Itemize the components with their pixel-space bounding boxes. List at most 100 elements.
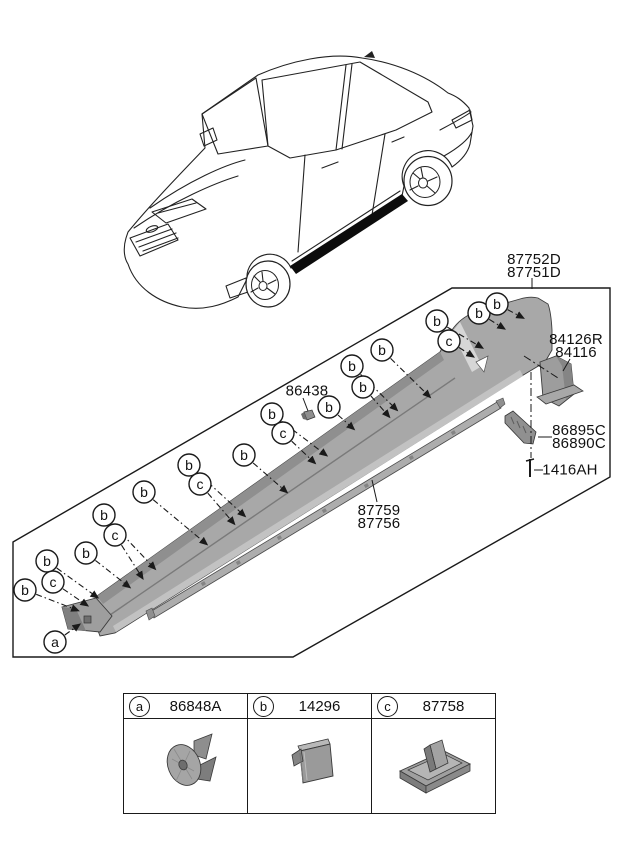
car-side-windows xyxy=(261,61,433,159)
callout-leader-arrow xyxy=(56,567,100,599)
legend-part-number-c: 87758 xyxy=(422,697,465,715)
moulding-crease xyxy=(109,377,456,616)
car-body-outline xyxy=(123,55,474,309)
legend-header-a: a 86848A xyxy=(124,694,247,719)
moulding-base-clip-icon xyxy=(399,739,472,794)
callout-letter-b: b xyxy=(240,447,248,463)
legend-body-b xyxy=(248,719,371,813)
callout-circle-c xyxy=(188,472,212,496)
car-brand-badge xyxy=(145,225,159,233)
leader-87759 xyxy=(371,479,378,503)
callout-letter-c: c xyxy=(197,476,204,492)
diagram-boundary-box xyxy=(12,287,611,658)
callout-letter-c: c xyxy=(50,574,57,590)
legend-cell-c: c 87758 xyxy=(372,694,495,813)
callout-leader-arrow xyxy=(507,309,525,319)
callout-c-9: c xyxy=(188,472,236,526)
callout-leader-arrow xyxy=(458,347,475,358)
leader-lines xyxy=(302,278,571,503)
callout-circle-b xyxy=(260,402,284,426)
callout-circle-b xyxy=(485,292,509,316)
callout-letter-b: b xyxy=(43,553,51,569)
moulding-lower-highlight xyxy=(113,370,523,632)
car-front-spokes xyxy=(250,271,277,295)
callout-circle-c xyxy=(41,570,65,594)
callout-letter-b: b xyxy=(348,358,356,374)
car-door-handles xyxy=(321,136,405,169)
callout-c-18: c xyxy=(437,329,475,358)
callout-circle-c xyxy=(437,329,461,353)
car-sill-top-line xyxy=(291,190,401,262)
moulding-notch xyxy=(475,355,489,373)
callout-leader-arrow xyxy=(291,440,317,465)
callout-letter-b: b xyxy=(475,305,483,321)
callout-b-10: b xyxy=(232,443,289,494)
callout-b-17: b xyxy=(425,309,485,349)
clip-86438-part xyxy=(301,409,316,421)
callout-leader-arrow xyxy=(360,374,399,412)
callout-b-20: b xyxy=(485,292,525,319)
callout-circle-b xyxy=(177,453,201,477)
callout-letter-a: a xyxy=(51,634,59,650)
part-label-1416ah: 1416AH xyxy=(542,461,598,479)
car-rear-spokes xyxy=(409,167,438,194)
callout-b-8: b xyxy=(177,453,247,518)
car-headlight xyxy=(151,198,207,224)
callout-c-6: c xyxy=(103,523,144,580)
callout-letter-b: b xyxy=(325,399,333,415)
garnish-lower-strip xyxy=(536,384,584,405)
callout-circle-c xyxy=(103,523,127,547)
bracket-ribs xyxy=(510,416,527,434)
legend-letter-badge-c: c xyxy=(377,695,398,717)
legend-header-b: b 14296 xyxy=(248,694,371,719)
callout-circle-c xyxy=(271,421,295,445)
callout-leader-arrow xyxy=(337,414,356,431)
moulding-bracket-part xyxy=(504,410,537,445)
callout-leader-arrow xyxy=(370,395,391,419)
car-sill-highlight xyxy=(290,194,408,274)
moulding-body xyxy=(95,296,553,637)
leader-86438 xyxy=(302,397,309,412)
callout-b-13: b xyxy=(317,395,356,431)
callout-a-0: a xyxy=(43,623,82,654)
part-label-84126r-84116: 84126R 84116 xyxy=(549,331,603,361)
callout-c-3: c xyxy=(41,570,90,607)
part-label-87752d-87751d: 87752D 87751D xyxy=(507,251,561,281)
part-label-86438: 86438 xyxy=(285,382,329,400)
legend-body-a xyxy=(124,719,247,813)
clip-86438-shadow xyxy=(301,412,307,420)
callout-circle-b xyxy=(351,375,375,399)
callout-circle-b xyxy=(425,309,449,333)
legend-letter-badge-b: b xyxy=(253,695,274,717)
legend-part-number-a: 86848A xyxy=(169,697,222,715)
car-hood-creases xyxy=(133,159,246,229)
part-label-87759-87756: 87759 87756 xyxy=(357,502,401,532)
car-illustration xyxy=(123,51,474,309)
car-antenna-fin xyxy=(364,51,375,58)
car-b-pillar xyxy=(335,63,353,151)
legend-body-c xyxy=(372,719,495,813)
legend-cell-b: b 14296 xyxy=(248,694,372,813)
callout-b-7: b xyxy=(132,480,209,546)
callout-circle-b xyxy=(13,578,37,602)
legend-cell-a: a 86848A xyxy=(124,694,248,813)
leader-84116 xyxy=(562,358,571,372)
callout-letter-b: b xyxy=(185,457,193,473)
strip-left-cap xyxy=(145,607,156,621)
strip-clip-nubs xyxy=(200,430,457,587)
car-rear-rim xyxy=(409,166,441,198)
car-rear-details xyxy=(439,109,473,157)
callout-leader-arrow xyxy=(197,472,247,518)
round-push-clip-icon xyxy=(166,733,217,786)
callout-letter-b: b xyxy=(378,342,386,358)
callout-leader-arrow xyxy=(64,623,82,636)
screw-head xyxy=(525,458,535,462)
callout-leader-arrow xyxy=(36,593,80,612)
callout-circle-b xyxy=(92,503,116,527)
callout-circle-b xyxy=(132,480,156,504)
callout-b-1: b xyxy=(13,578,80,612)
callout-leader-arrow xyxy=(252,462,289,494)
callout-leader-arrow xyxy=(95,559,132,589)
